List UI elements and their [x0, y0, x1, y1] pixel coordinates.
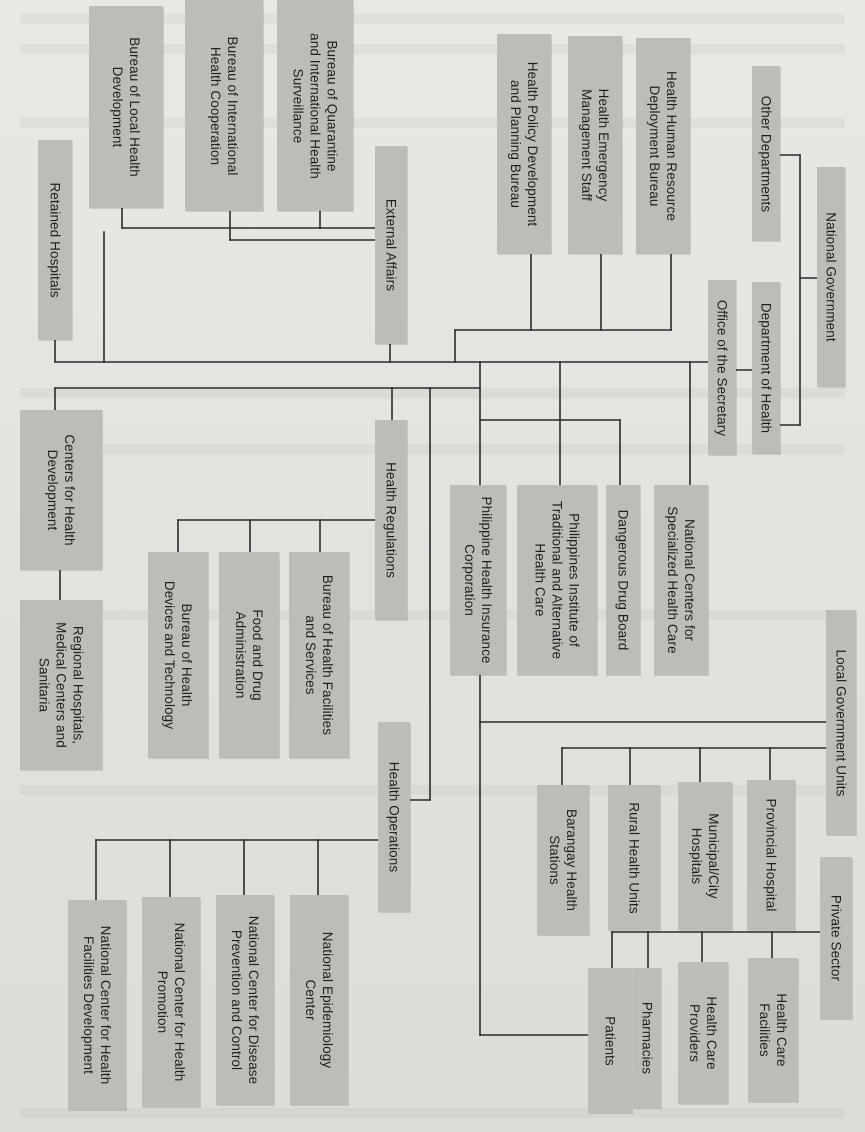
label: Health Regulations: [383, 462, 399, 578]
label: National Center for Disease Prevention a…: [229, 915, 261, 1085]
box-facilities-development: National Center for Health Facilities De…: [68, 900, 126, 1110]
box-health-operations: Health Operations: [378, 722, 410, 912]
box-external-affairs: External Affairs: [375, 146, 407, 344]
box-bureau-devices: Bureau of Health Devices and Technology: [148, 552, 208, 758]
box-health-promotion: National Center for Health Promotion: [142, 897, 200, 1107]
label: Bureau of Quarantine and International H…: [290, 32, 340, 179]
label: Provincial Hospital: [763, 798, 779, 912]
box-regional-hospitals: Regional Hospitals, Medical Centers and …: [20, 600, 102, 770]
bleed-through-line: [20, 785, 845, 795]
box-pitahc: Philippines Institute of Traditional and…: [517, 485, 597, 675]
label: Rural Health Units: [626, 801, 642, 914]
label: National Epidemiology Center: [303, 931, 335, 1069]
box-barangay-stations: Barangay Health Stations: [537, 785, 589, 935]
box-centers-health-development: Centers for Health Development: [20, 410, 102, 570]
bleed-through-line: [20, 44, 845, 54]
label: External Affairs: [383, 198, 399, 292]
box-municipal-hospitals: Municipal/City Hospitals: [678, 782, 732, 930]
label: Private Sector: [828, 894, 844, 982]
box-national-government: National Government: [817, 167, 845, 387]
bleed-through-line: [20, 388, 845, 398]
box-disease-prevention: National Center for Disease Prevention a…: [216, 895, 274, 1105]
label: Centers for Health Development: [45, 434, 77, 546]
label: National Government: [823, 212, 839, 342]
box-department-of-health: Department of Health: [752, 282, 780, 454]
label: Health Care Providers: [687, 996, 719, 1070]
label: Local Government Units: [833, 648, 849, 797]
label: Patients: [602, 1015, 618, 1066]
box-health-care-providers: Health Care Providers: [678, 962, 728, 1104]
bleed-through-line: [20, 1108, 845, 1118]
box-other-departments: Other Departments: [752, 66, 780, 241]
label: Dangerous Drug Board: [615, 509, 631, 651]
label: Health Care Facilities: [757, 993, 789, 1067]
label: Health Human Resource Deployment Bureau: [647, 71, 679, 221]
bleed-through-line: [20, 610, 845, 620]
box-bureau-local: Bureau of Local Health Development: [89, 6, 163, 208]
box-bureau-facilities: Bureau of Health Facilities and Services: [289, 552, 349, 758]
bleed-through-line: [20, 14, 845, 24]
bleed-through-line: [20, 118, 845, 128]
box-provincial-hospital: Provincial Hospital: [747, 780, 795, 930]
label: National Center for Health Promotion: [155, 922, 187, 1082]
label: Philippines Institute of Traditional and…: [532, 500, 582, 660]
box-dangerous-drug-board: Dangerous Drug Board: [606, 485, 640, 675]
label: Regional Hospitals, Medical Centers and …: [36, 622, 86, 748]
bleed-through-line: [20, 444, 845, 454]
label: Food and Drug Administration: [233, 609, 265, 701]
label: Bureau of International Health Cooperati…: [208, 36, 240, 175]
label: Bureau of Local Health Development: [110, 37, 142, 177]
box-epidemiology-center: National Epidemiology Center: [290, 895, 348, 1105]
box-bureau-international: Bureau of International Health Cooperati…: [185, 0, 263, 211]
box-rural-health-units: Rural Health Units: [608, 785, 660, 930]
box-health-policy: Health Policy Development and Planning B…: [497, 34, 551, 254]
label: Retained Hospitals: [47, 182, 63, 298]
box-fda: Food and Drug Administration: [219, 552, 279, 758]
label: Pharmacies: [639, 1001, 655, 1075]
label: Municipal/City Hospitals: [689, 813, 721, 899]
box-bureau-quarantine: Bureau of Quarantine and International H…: [277, 0, 353, 211]
box-pharmacies: Pharmacies: [633, 968, 661, 1108]
box-office-of-the-secretary: Office of the Secretary: [708, 280, 736, 455]
box-philhealth: Philippine Health Insurance Corporation: [450, 485, 506, 675]
box-local-government-units: Local Government Units: [826, 610, 856, 835]
box-retained-hospitals: Retained Hospitals: [38, 140, 72, 340]
label: Department of Health: [758, 302, 774, 434]
box-health-emergency: Health Emergency Management Staff: [568, 36, 622, 254]
box-national-centers-specialized: National Centers for Specialized Health …: [654, 485, 708, 675]
label: Health Policy Development and Planning B…: [508, 61, 540, 227]
label: Health Operations: [386, 761, 402, 873]
label: Bureau of Health Devices and Technology: [162, 580, 194, 730]
label: National Centers for Specialized Health …: [665, 506, 697, 654]
box-private-sector: Private Sector: [820, 857, 852, 1019]
box-health-care-facilities: Health Care Facilities: [748, 958, 798, 1102]
box-health-regulations: Health Regulations: [375, 420, 407, 620]
box-health-human-resource: Health Human Resource Deployment Bureau: [636, 38, 690, 254]
label: Bureau of Health Facilities and Services: [303, 574, 335, 736]
label: Barangay Health Stations: [547, 808, 579, 912]
box-patients: Patients: [588, 968, 632, 1113]
label: Philippine Health Insurance Corporation: [462, 496, 494, 664]
label: Other Departments: [758, 95, 774, 212]
label: National Center for Health Facilities De…: [81, 925, 113, 1085]
label: Health Emergency Management Staff: [579, 88, 611, 202]
label: Office of the Secretary: [714, 299, 730, 436]
